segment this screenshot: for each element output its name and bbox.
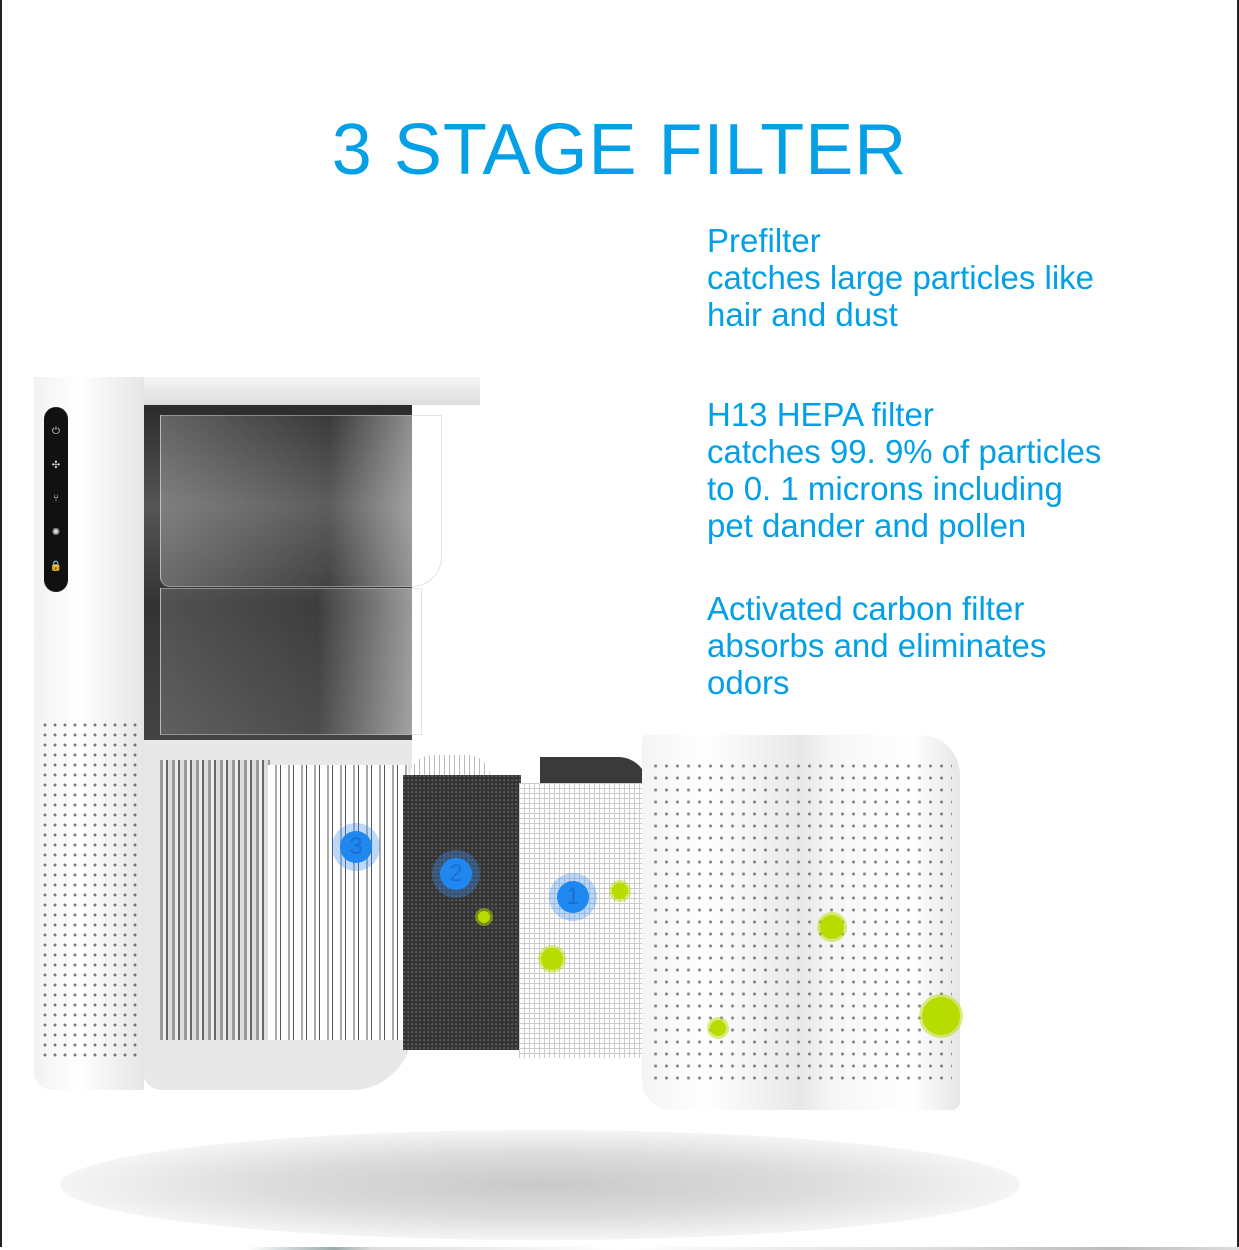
stage-name: Prefilter xyxy=(707,222,821,259)
hepa-filter-top xyxy=(410,755,490,777)
stage-description-prefilter: Prefilter catches large particles like h… xyxy=(707,222,1207,333)
stage-name: Activated carbon filter xyxy=(707,590,1025,627)
fan-icon: ✣ xyxy=(51,459,61,471)
mode-icon: ⑂ xyxy=(53,493,59,505)
stage-line: catches 99. 9% of particles xyxy=(707,433,1102,470)
germ-icon xyxy=(478,911,490,923)
purifier-lid xyxy=(140,377,480,405)
hepa-core xyxy=(160,760,270,1040)
hepa-filter xyxy=(268,765,408,1040)
power-icon: ⏻ xyxy=(52,425,60,437)
timer-icon: ✺ xyxy=(51,527,61,539)
stage-marker-3: 3 xyxy=(332,823,380,871)
lock-icon: 🔒 xyxy=(49,561,63,573)
mesh-filter xyxy=(519,783,644,1058)
side-perforations xyxy=(40,720,140,1060)
stage-line: to 0. 1 microns including xyxy=(707,470,1063,507)
stage-name: H13 HEPA filter xyxy=(707,396,934,433)
stage-marker-1: 1 xyxy=(549,873,597,921)
germ-icon xyxy=(820,915,844,939)
prefilter-cover xyxy=(642,735,960,1110)
stage-line: hair and dust xyxy=(707,296,898,333)
carbon-filter xyxy=(403,775,521,1050)
germ-icon xyxy=(922,997,960,1035)
stage-line: odors xyxy=(707,664,790,701)
stage-line: pet dander and pollen xyxy=(707,507,1027,544)
motor-chamber xyxy=(160,588,422,735)
germ-icon xyxy=(612,883,628,899)
bottom-edge xyxy=(0,1247,1239,1250)
stage-line: absorbs and eliminates xyxy=(707,627,1047,664)
stage-line: catches large particles like xyxy=(707,259,1095,296)
carbon-filter-back xyxy=(540,757,648,787)
floor-shadow xyxy=(60,1130,1020,1240)
control-panel: ⏻ ✣ ⑂ ✺ 🔒 xyxy=(44,407,68,592)
fan-chamber xyxy=(160,415,442,587)
page-title: 3 STAGE FILTER xyxy=(331,110,908,191)
stage-description-hepa: H13 HEPA filter catches 99. 9% of partic… xyxy=(707,396,1207,544)
germ-icon xyxy=(541,948,563,970)
stage-marker-2: 2 xyxy=(432,850,480,898)
germ-icon xyxy=(710,1020,726,1036)
stage-description-carbon: Activated carbon filter absorbs and elim… xyxy=(707,590,1207,701)
